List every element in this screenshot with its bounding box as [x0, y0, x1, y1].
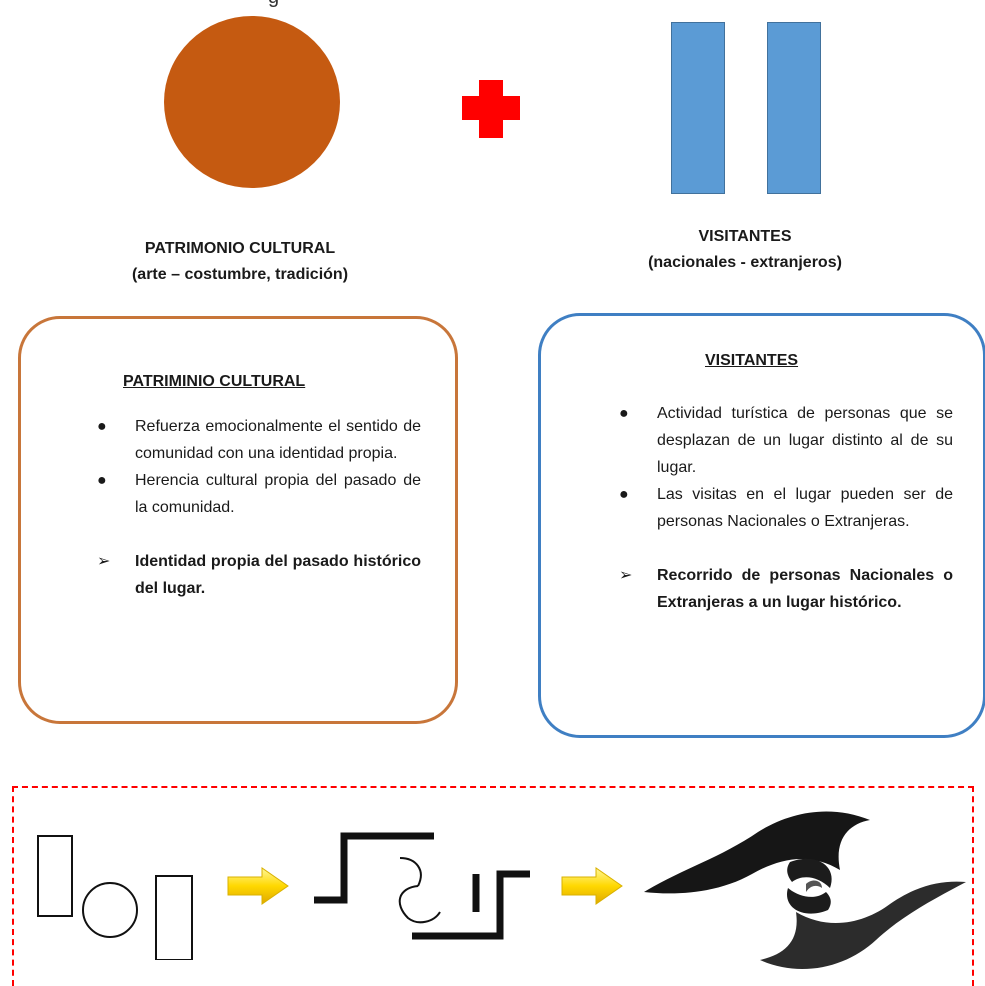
heritage-caption-title: PATRIMONIO CULTURAL [144, 240, 336, 257]
visitors-box-title: VISITANTES [705, 352, 799, 369]
cultural-heritage-circle-icon [164, 16, 340, 188]
process-arrow-icon [560, 866, 624, 906]
top-text-fragment: g [268, 0, 279, 9]
list-spacer [657, 535, 953, 562]
list-item: ● Herencia cultural propia del pasado de… [97, 467, 421, 521]
heritage-bullet-list: ● Refuerza emocionalmente el sentido de … [97, 413, 421, 602]
heritage-info-box: PATRIMINIO CULTURAL ● Refuerza emocional… [18, 316, 458, 724]
visitors-bullet-text: Las visitas en el lugar pueden ser de pe… [657, 486, 953, 530]
visitors-info-box: VISITANTES ● Actividad turística de pers… [538, 313, 985, 738]
heritage-box-title: PATRIMINIO CULTURAL [123, 373, 306, 390]
final-logo-icon [640, 800, 970, 976]
list-item: ● Refuerza emocionalmente el sentido de … [97, 413, 421, 467]
arrow-bullet-icon: ➢ [97, 553, 111, 570]
bullet-dot-icon: ● [97, 472, 107, 489]
bullet-dot-icon: ● [619, 486, 629, 503]
visitors-key-point: Recorrido de personas Nacionales o Extra… [657, 567, 953, 611]
logo-process-frame [12, 786, 974, 986]
visitors-caption: VISITANTES (nacionales - extranjeros) [600, 224, 890, 276]
list-item: ● Actividad turística de personas que se… [619, 400, 953, 481]
visitor-bar-icon-left [671, 22, 725, 194]
arrow-bullet-icon: ➢ [619, 567, 633, 584]
visitors-caption-title: VISITANTES [698, 228, 792, 245]
bullet-dot-icon: ● [97, 418, 107, 435]
visitor-bar-icon-right [767, 22, 821, 194]
basic-shapes-icon [28, 820, 210, 961]
list-item: ● Las visitas en el lugar pueden ser de … [619, 481, 953, 535]
visitors-bullet-list: ● Actividad turística de personas que se… [619, 400, 953, 616]
visitors-caption-subtitle: (nacionales - extranjeros) [648, 254, 842, 271]
visitors-bullet-text: Actividad turística de personas que se d… [657, 405, 953, 476]
heritage-key-point: Identidad propia del pasado histórico de… [135, 553, 421, 597]
list-spacer [135, 521, 421, 548]
heritage-caption-subtitle: (arte – costumbre, tradición) [131, 266, 349, 283]
heritage-caption: PATRIMONIO CULTURAL (arte – costumbre, t… [80, 236, 400, 288]
process-arrow-icon [226, 866, 290, 906]
abstract-shapes-icon [300, 808, 540, 968]
heritage-bullet-text: Refuerza emocionalmente el sentido de co… [135, 418, 421, 462]
heritage-bullet-text: Herencia cultural propia del pasado de l… [135, 472, 421, 516]
list-item: ➢ Identidad propia del pasado histórico … [97, 548, 421, 602]
list-item: ➢ Recorrido de personas Nacionales o Ext… [619, 562, 953, 616]
bullet-dot-icon: ● [619, 405, 629, 422]
plus-icon-vertical [479, 80, 503, 138]
